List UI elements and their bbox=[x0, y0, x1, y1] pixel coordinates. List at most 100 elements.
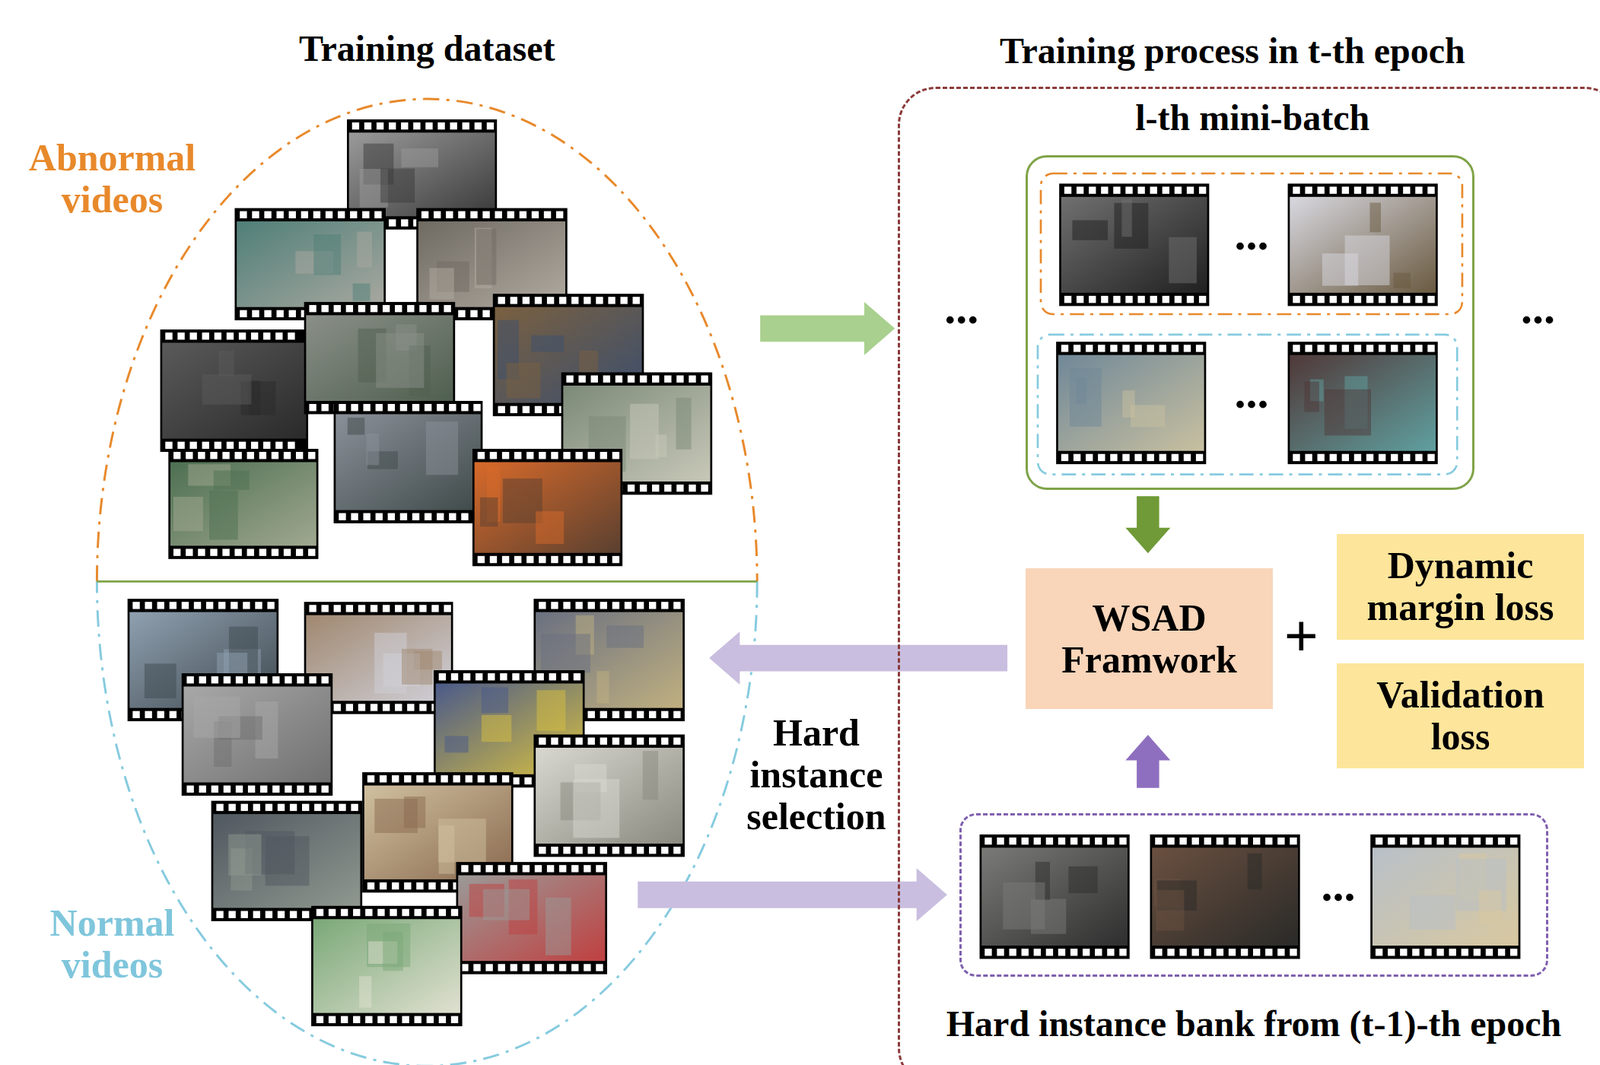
film-frame bbox=[1150, 834, 1301, 960]
sprocket-hole bbox=[1119, 837, 1127, 845]
sprocket-hole bbox=[1378, 295, 1386, 303]
sprocket-hole bbox=[186, 676, 194, 684]
sprocket-hole bbox=[578, 375, 586, 382]
sprocket-hole bbox=[263, 332, 271, 340]
sprocket-hole bbox=[238, 332, 246, 340]
sprocket-hole bbox=[1183, 344, 1191, 352]
sprocket-hole bbox=[346, 604, 354, 612]
sprocket-hole bbox=[296, 676, 304, 684]
sprocket-hole bbox=[259, 451, 267, 459]
sprocket-hole bbox=[538, 737, 546, 745]
sprocket-hole bbox=[169, 711, 177, 719]
hard-instance-bank: Hard instance bank from (t-1)-th epoch..… bbox=[959, 813, 1549, 977]
scene-shape bbox=[535, 511, 564, 544]
sprocket-hole bbox=[211, 676, 219, 684]
sprocket-hole bbox=[522, 963, 530, 971]
normal-outline bbox=[96, 581, 758, 1065]
sprocket-hole bbox=[1100, 186, 1108, 194]
film-picture bbox=[981, 847, 1128, 946]
sprocket-hole bbox=[536, 673, 544, 681]
sprocket-hole bbox=[287, 442, 295, 449]
sprocket-hole bbox=[538, 556, 546, 564]
sprocket-hole bbox=[1412, 948, 1419, 956]
sprocket-hole bbox=[498, 865, 506, 872]
sprocket-hole bbox=[588, 601, 595, 609]
sprocket-hole bbox=[350, 804, 358, 812]
text-slot: Hard instance bank from (t-1)-th epoch bbox=[946, 1004, 1562, 1045]
sprocket-hole bbox=[1113, 295, 1120, 303]
sprocket-hole bbox=[451, 909, 459, 917]
sprocket-hole bbox=[403, 882, 411, 890]
sprocket-hole bbox=[132, 601, 140, 609]
sprocket-hole bbox=[1461, 837, 1469, 845]
sprocket-hole bbox=[1159, 454, 1167, 462]
sprocket-hole bbox=[440, 775, 448, 783]
sprocket-hole bbox=[1415, 186, 1422, 194]
sprocket-hole bbox=[272, 676, 280, 684]
sprocket-hole bbox=[394, 604, 402, 612]
sprocket-hole bbox=[424, 403, 432, 411]
scene-shape bbox=[1168, 237, 1197, 284]
scene-shape bbox=[173, 496, 204, 532]
sprocket-hole bbox=[1228, 948, 1236, 956]
sprocket-hole bbox=[1137, 186, 1145, 194]
sprocket-hole bbox=[462, 122, 470, 130]
scene-shape bbox=[1247, 853, 1263, 890]
sprocket-hole bbox=[1265, 837, 1273, 845]
sprocket-hole bbox=[1125, 295, 1133, 303]
sprocket-hole bbox=[1253, 948, 1260, 956]
film-frame bbox=[168, 448, 319, 560]
film-frame bbox=[311, 906, 462, 1027]
sprocket-hole bbox=[169, 601, 177, 609]
sprocket-hole bbox=[251, 332, 258, 340]
sprocket-hole bbox=[412, 403, 420, 411]
sprocket-hole bbox=[498, 296, 506, 304]
sprocket-hole bbox=[431, 305, 439, 312]
sprocket-hole bbox=[575, 451, 583, 459]
sprocket-hole bbox=[289, 310, 296, 318]
sprocket-hole bbox=[550, 601, 558, 609]
sprocket-hole bbox=[1354, 454, 1362, 462]
scene-shape bbox=[359, 976, 372, 1008]
sprocket-hole bbox=[612, 556, 620, 564]
scene-shape bbox=[1324, 389, 1371, 436]
scene-shape bbox=[1068, 866, 1098, 894]
film-frame bbox=[181, 673, 333, 796]
sprocket-hole bbox=[214, 332, 222, 340]
sprocket-hole bbox=[502, 556, 509, 564]
sprocket-hole bbox=[482, 310, 490, 318]
scene-shape bbox=[353, 283, 371, 302]
sprocket-hole bbox=[1375, 948, 1383, 956]
sprocket-hole bbox=[547, 865, 554, 872]
film-thumbnail bbox=[1059, 183, 1209, 306]
sprocket-hole bbox=[173, 548, 181, 556]
sprocket-hole bbox=[370, 604, 378, 612]
sprocket-hole bbox=[600, 556, 608, 564]
ellipsis-mark: ... bbox=[944, 285, 979, 331]
loss-box: Validation loss bbox=[1336, 663, 1585, 769]
sprocket-hole bbox=[289, 211, 296, 219]
sprocket-hole bbox=[673, 711, 681, 719]
sprocket-hole bbox=[289, 804, 297, 812]
sprocket-hole bbox=[1378, 186, 1386, 194]
sprocket-hole bbox=[1436, 837, 1444, 845]
sprocket-hole bbox=[1192, 837, 1200, 845]
sprocket-hole bbox=[510, 963, 518, 971]
sprocket-hole bbox=[624, 601, 632, 609]
sprocket-hole bbox=[700, 484, 708, 492]
sprocket-hole bbox=[1415, 454, 1422, 462]
text-slot: Normal videos bbox=[20, 902, 204, 987]
sprocket-hole bbox=[470, 310, 478, 318]
ellipsis-mark: ... bbox=[1234, 368, 1269, 415]
sprocket-hole bbox=[414, 909, 422, 917]
sprocket-hole bbox=[426, 909, 434, 917]
sprocket-hole bbox=[556, 211, 564, 219]
sprocket-hole bbox=[583, 296, 591, 304]
sprocket-hole bbox=[358, 703, 366, 711]
sprocket-hole bbox=[308, 451, 315, 459]
sprocket-hole bbox=[1082, 837, 1090, 845]
sprocket-hole bbox=[1119, 948, 1127, 956]
sprocket-hole bbox=[550, 846, 558, 854]
sprocket-hole bbox=[248, 785, 255, 793]
sprocket-hole bbox=[482, 211, 490, 219]
